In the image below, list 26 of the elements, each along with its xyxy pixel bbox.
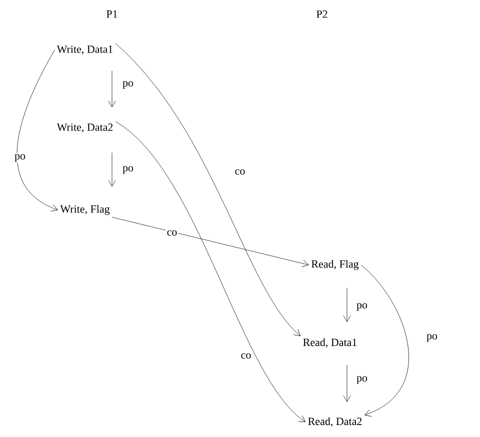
arrow xyxy=(112,217,309,268)
arrow xyxy=(343,364,351,402)
arrow xyxy=(360,264,409,417)
edge-label: co xyxy=(234,168,246,176)
edge-label: po xyxy=(426,333,438,343)
arrow xyxy=(108,70,116,108)
edge-label: po xyxy=(122,165,134,175)
edge-label: po xyxy=(356,302,368,312)
arrow xyxy=(108,152,116,187)
event-label: Write, Data1 xyxy=(56,46,113,54)
column-heading: P1 xyxy=(106,10,118,18)
edge-label: po xyxy=(14,153,26,163)
event-label: Write, Data2 xyxy=(56,124,113,132)
edge-label: co xyxy=(240,352,252,360)
edge-label: po xyxy=(122,80,134,90)
event-label: Write, Flag xyxy=(60,205,110,215)
edge-label: co xyxy=(166,229,178,237)
arrow xyxy=(115,43,300,336)
arrow xyxy=(115,121,306,422)
column-heading: P2 xyxy=(316,10,328,18)
arrow xyxy=(16,50,58,212)
event-label: Read, Flag xyxy=(311,260,359,270)
arrow xyxy=(343,288,351,322)
event-label: Read, Data1 xyxy=(303,338,357,348)
event-label: Read, Data2 xyxy=(308,417,362,427)
edge-label: po xyxy=(356,375,368,385)
